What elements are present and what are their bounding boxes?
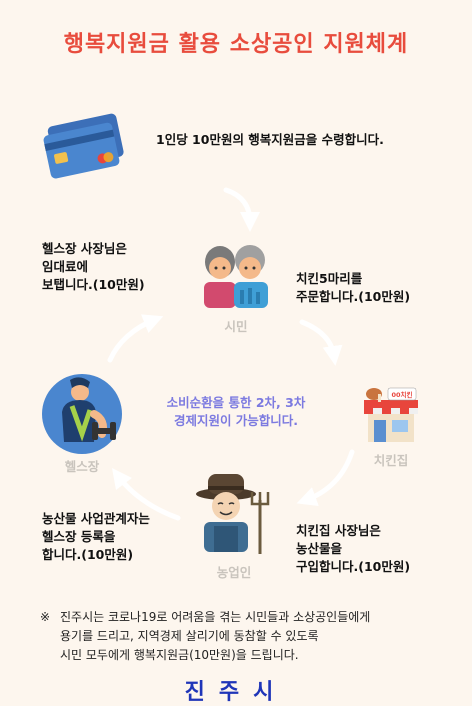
center-text-line: 소비순환을 통한 2차, 3차	[166, 395, 306, 410]
step-rent-line: 보탭니다.(10만원)	[42, 277, 145, 292]
note-line: 용기를 드리고, 지역경제 살리기에 동참할 수 있도록	[60, 629, 319, 643]
arrow-citizen-to-chicken	[299, 319, 343, 366]
note-mark: ※	[40, 610, 51, 624]
credit-card-icon	[43, 113, 124, 179]
farmer-label: 농업인	[216, 565, 252, 580]
chicken-shop-label: 치킨집	[373, 453, 409, 468]
step-gym-register-line: 합니다.(10만원)	[42, 547, 134, 562]
citizen-label: 시민	[224, 319, 248, 334]
gym-label: 헬스장	[64, 459, 100, 474]
center-text: 소비순환을 통한 2차, 3차 경제지원이 가능합니다.	[130, 394, 342, 430]
chicken-shop-icon: 00치킨	[364, 387, 418, 442]
arrow-card-to-citizen	[223, 187, 260, 232]
note-line: 시민 모두에게 행복지원금(10만원)을 드립니다.	[60, 648, 299, 662]
step-receive-text: 1인당 10만원의 행복지원금을 수령합니다.	[156, 132, 384, 147]
note-line: 진주시는 코로나19로 어려움을 겪는 시민들과 소상공인들에게	[60, 610, 371, 624]
farmer-icon	[196, 474, 270, 554]
note: ※ 진주시는 코로나19로 어려움을 겪는 시민들과 소상공인들에게 용기를 드…	[40, 608, 460, 665]
step-chicken-order-text: 치킨5마리를 주문합니다.(10만원)	[296, 270, 466, 306]
step-rent-line: 헬스장 사장님은	[42, 241, 127, 256]
city-name: 진주시	[184, 680, 288, 705]
step-gym-register-line: 농산물 사업관계자는	[42, 511, 150, 526]
gym-icon	[42, 374, 122, 454]
step-farm-buy-line: 농산물을	[296, 541, 343, 556]
step-farm-buy-line: 구입합니다.(10만원)	[296, 559, 411, 574]
step-gym-register-text: 농산물 사업관계자는 헬스장 등록을 합니다.(10만원)	[42, 510, 212, 564]
shop-sign-text: 00치킨	[391, 390, 412, 399]
step-farm-buy-line: 치킨집 사장님은	[296, 523, 381, 538]
step-rent-line: 임대료에	[42, 259, 89, 274]
center-text-line: 경제지원이 가능합니다.	[173, 413, 299, 428]
step-farm-buy-text: 치킨집 사장님은 농산물을 구입합니다.(10만원)	[296, 522, 466, 576]
step-chicken-order-line: 치킨5마리를	[296, 271, 363, 286]
step-gym-register-line: 헬스장 등록을	[42, 529, 116, 544]
arrow-farmer-to-gym	[111, 468, 181, 521]
page-title: 행복지원금 활용 소상공인 지원체계	[63, 32, 409, 57]
arrow-chicken-to-farmer	[296, 449, 355, 506]
arrow-gym-to-citizen	[107, 314, 164, 363]
step-chicken-order-line: 주문합니다.(10만원)	[296, 289, 411, 304]
citizens-icon	[204, 245, 268, 308]
step-rent-text: 헬스장 사장님은 임대료에 보탭니다.(10만원)	[42, 240, 212, 294]
